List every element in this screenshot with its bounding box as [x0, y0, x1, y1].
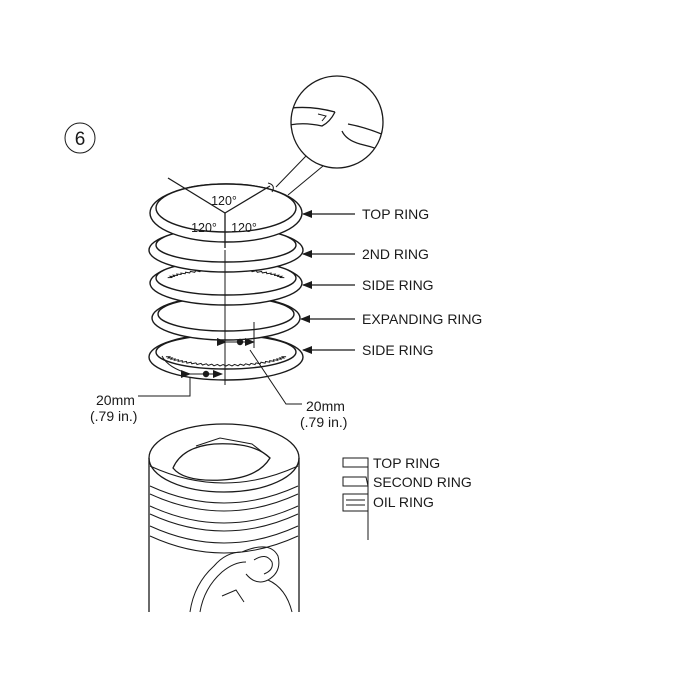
second-ring-profile-icon	[342, 476, 369, 487]
piston-groove-1-bottom	[149, 493, 299, 512]
detail-mark	[317, 113, 327, 122]
oil-ring-profile-icon	[342, 493, 369, 512]
label-second-ring: 2ND RING	[362, 246, 429, 262]
label-side-ring-upper: SIDE RING	[362, 277, 434, 293]
ring-expanding	[151, 295, 301, 367]
top-ring-profile-icon	[342, 457, 369, 468]
measure-left-mm: 20mm	[96, 392, 135, 408]
angle-label-left: 120°	[191, 221, 217, 235]
ring-gap-detail	[275, 75, 384, 196]
label-top-ring: TOP RING	[362, 206, 429, 222]
detail-ring-upper-edge	[291, 106, 336, 113]
gap-measure-right	[217, 322, 255, 348]
gap-measure-left	[181, 370, 223, 378]
piston-groove-1-top	[149, 485, 299, 504]
detail-leader-left	[275, 155, 307, 188]
detail-ring2-upper-edge	[347, 123, 383, 141]
angle-label-top: 120°	[211, 194, 237, 208]
angle-label-right: 120°	[231, 221, 257, 235]
detail-ring2-lower-edge	[341, 130, 383, 157]
measure-right-inch: (.79 in.)	[300, 414, 347, 430]
pin-boss-left	[189, 551, 243, 613]
ring-side-lower	[148, 333, 304, 381]
label-side-ring-lower: SIDE RING	[362, 342, 434, 358]
legend-second-ring-label: SECOND RING	[373, 474, 472, 490]
ring-profile-legend: TOP RING SECOND RING OIL RING	[342, 455, 472, 540]
piston-groove-2-top	[149, 505, 299, 524]
detail-circle	[290, 75, 384, 169]
legend-oil-ring: OIL RING	[342, 493, 434, 512]
detail-leader-right	[287, 165, 324, 196]
piston-bowl	[172, 443, 271, 481]
angle-line-upper-right	[224, 185, 271, 214]
detail-ring-lower-edge	[291, 111, 336, 128]
angle-lines: 120° 120° 120°	[167, 177, 271, 385]
measure-right-mm: 20mm	[306, 398, 345, 414]
piston-groove-3-bottom	[149, 535, 299, 554]
piston-groove-3-top	[149, 525, 299, 544]
legend-oil-ring-label: OIL RING	[373, 494, 434, 510]
piston-groove-2-bottom	[149, 513, 299, 532]
piston	[148, 423, 300, 613]
leader-measure-right	[249, 349, 302, 405]
legend-top-ring: TOP RING	[342, 455, 440, 471]
step-circle	[64, 122, 96, 154]
step-number: 6	[75, 129, 86, 150]
measure-left-inch: (.79 in.)	[90, 408, 137, 424]
step-badge: 6	[64, 122, 96, 154]
angle-line-upper-left	[167, 177, 226, 214]
leader-measure-left	[138, 378, 191, 397]
label-expanding-ring: EXPANDING RING	[362, 311, 482, 327]
legend-second-ring: SECOND RING	[342, 474, 472, 490]
ring-label-arrows	[300, 210, 355, 354]
ring-stack: 120° 120° 120°	[148, 177, 304, 385]
legend-top-ring-label: TOP RING	[373, 455, 440, 471]
pin-boss-eye	[241, 546, 280, 583]
piston-crown-edge	[148, 423, 300, 493]
